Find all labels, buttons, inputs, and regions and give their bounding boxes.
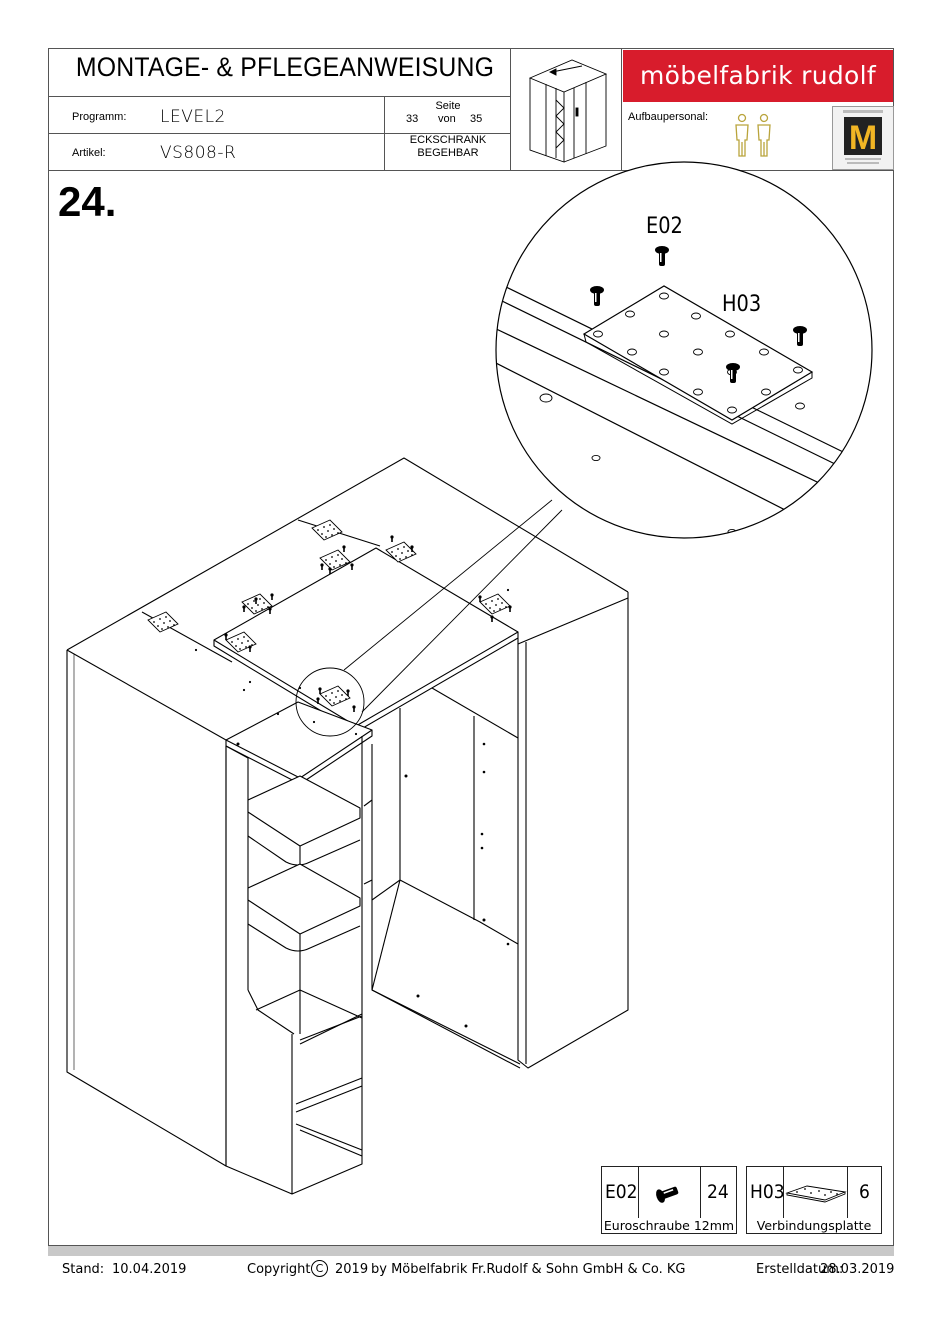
legend-caption: Euroschraube 12mm <box>603 1218 735 1233</box>
seite-label: Seite <box>435 100 461 112</box>
brand-logo: möbelfabrik rudolf <box>623 50 893 102</box>
legend-caption: Verbindungsplatte <box>756 1218 872 1233</box>
erstelldatum-label: Erstelldatum: <box>756 1262 844 1277</box>
page-current: 33 <box>406 113 419 125</box>
divider <box>621 48 622 170</box>
document-title: MONTAGE- & PFLEGEANWEISUNG <box>75 52 495 82</box>
legend-code: E02 <box>605 1181 638 1203</box>
copyright-label: Copyright <box>247 1262 311 1277</box>
detail-label-screw: E02 <box>646 214 683 239</box>
divider <box>48 133 510 134</box>
two-persons-icon <box>735 113 771 157</box>
aufbaupersonal-label: Aufbaupersonal: <box>628 111 709 123</box>
cabinet-thumbnail-icon <box>528 59 608 163</box>
divider <box>510 48 511 170</box>
programm-value: LEVEL2 <box>160 107 226 127</box>
divider <box>384 96 385 170</box>
page-von: von <box>438 113 456 125</box>
copyright-icon: C <box>311 1260 328 1277</box>
legend-qty: 24 <box>707 1181 729 1203</box>
legend-caption-box: Euroschraube 12mm <box>601 1218 737 1234</box>
divider <box>48 96 510 97</box>
artikel-label: Artikel: <box>72 147 106 159</box>
legend-caption-box: Verbindungsplatte <box>746 1218 882 1234</box>
divider <box>48 170 894 171</box>
connecting-plate-icon <box>785 1185 847 1203</box>
copyright-owner: by Möbelfabrik Fr.Rudolf & Sohn GmbH & C… <box>371 1262 686 1277</box>
screw-icon <box>656 1186 679 1203</box>
svg-text:M: M <box>849 119 877 157</box>
legend-item-h03: H03 6 <box>746 1166 882 1221</box>
programm-label: Programm: <box>72 111 127 123</box>
legend-qty: 6 <box>859 1181 870 1203</box>
quality-seal: M <box>832 106 894 170</box>
erstelldatum-date: 28.03.2019 <box>820 1262 895 1277</box>
step-number: 24. <box>58 178 117 225</box>
product-type-line1: ECKSCHRANK <box>409 134 487 146</box>
product-type-line2: BEGEHBAR <box>417 147 479 159</box>
stand-label: Stand: <box>62 1262 105 1277</box>
page-total: 35 <box>470 113 483 125</box>
copyright-year: 2019 <box>335 1262 369 1277</box>
legend-code: H03 <box>750 1181 785 1203</box>
footer-bar <box>48 1246 894 1256</box>
page-frame <box>48 48 894 1246</box>
detail-label-plate: H03 <box>722 292 762 317</box>
stand-date: 10.04.2019 <box>112 1262 187 1277</box>
artikel-value: VS808-R <box>160 143 237 163</box>
legend-item-e02: E02 24 <box>601 1166 737 1221</box>
